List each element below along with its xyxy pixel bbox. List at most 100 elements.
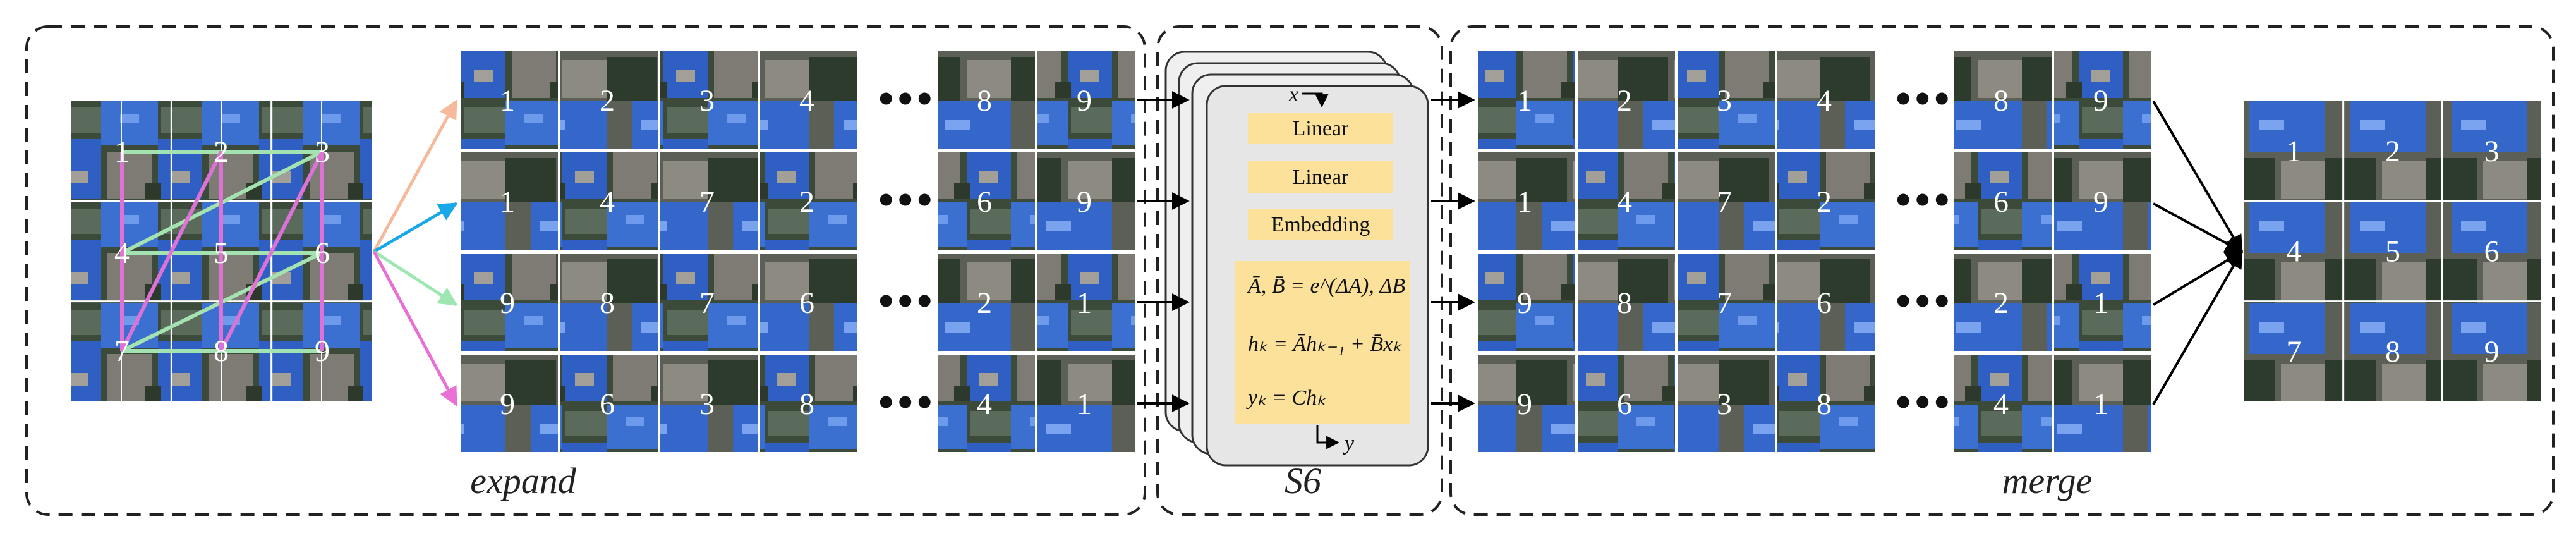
merge-tile-label: 1: [2093, 286, 2108, 320]
merge-tile-label: 9: [1517, 388, 1532, 421]
merge-tile: [2053, 50, 2153, 150]
merge-tile-label: 2: [1993, 286, 2009, 320]
expand-tile-label: 3: [699, 388, 715, 421]
expand-tile: [936, 50, 1036, 150]
expand-tile-label: 1: [500, 84, 515, 118]
expand-tile: [936, 151, 1036, 251]
input-grid-label: 7: [114, 334, 130, 368]
merge-tile: [2053, 252, 2153, 352]
expand-tile-label: 1: [1077, 388, 1092, 421]
merge-tile-label: 9: [2093, 84, 2108, 118]
scan-paths: [120, 150, 324, 353]
merge-tile-label: 1: [1517, 185, 1532, 219]
merge-tile: [1576, 151, 1676, 251]
expand-tile: [659, 151, 759, 251]
s6-op-label: Linear: [1293, 166, 1349, 189]
expand-tile-label: 9: [1077, 185, 1092, 219]
s6-equation-2: hₖ = Āhₖ₋₁ + B̄xₖ: [1248, 333, 1402, 356]
expand-tile: [759, 151, 859, 251]
expand-tile-label: 9: [1077, 84, 1092, 118]
fan-arrow-1: [372, 99, 458, 253]
merge-tile-label: 9: [1517, 286, 1532, 320]
expand-tile-label: 6: [977, 185, 992, 219]
merge-tile: [1776, 252, 1876, 352]
expand-tile: [1036, 50, 1136, 150]
expand-tile: [1036, 252, 1136, 352]
fan-arrow-3: [373, 250, 458, 307]
merge-tile: [1776, 353, 1876, 453]
output-grid-label: 1: [2286, 135, 2301, 168]
merge-tile: [1477, 353, 1576, 453]
merge-tile-label: 6: [1993, 185, 2009, 219]
expand-ellipsis: •••: [878, 75, 936, 123]
expand-frame: [25, 25, 1146, 516]
expand-tile-label: 2: [799, 185, 814, 219]
output-grid-label: 2: [2385, 135, 2400, 168]
merge-tile: [1676, 252, 1776, 352]
expand-tile-label: 6: [600, 388, 615, 421]
expand-tile: [559, 252, 659, 352]
expand-tile: [459, 151, 559, 251]
merge-ellipsis: •••: [1896, 75, 1954, 123]
merge-tile: [1676, 353, 1776, 453]
expand-tile-label: 4: [799, 84, 814, 118]
expand-tile-label: 8: [799, 388, 814, 421]
expand-ellipsis: •••: [878, 378, 936, 427]
expand-tile-label: 4: [600, 185, 615, 219]
expand-tile: [559, 151, 659, 251]
s6-equation-3: yₖ = Chₖ: [1246, 386, 1326, 410]
output-grid-label: 6: [2484, 235, 2500, 269]
converge-arrow: [2152, 100, 2243, 254]
input-grid-label: 8: [214, 334, 229, 368]
merge-tile-label: 3: [1717, 388, 1732, 421]
expand-tile: [759, 252, 859, 352]
merge-tile-label: 8: [1817, 388, 1832, 421]
expand-tile-label: 4: [977, 388, 992, 421]
merge-tile-label: 6: [1817, 286, 1832, 320]
merge-tile: [1953, 353, 2053, 453]
output-grid-label: 3: [2484, 135, 2500, 168]
merge-converge-arrows: [2152, 100, 2244, 406]
expand-tile-label: 7: [699, 185, 715, 219]
expand-tile: [559, 50, 659, 150]
expand-tile: [936, 353, 1036, 453]
merge-tile: [1776, 151, 1876, 251]
merge-tile: [1676, 50, 1776, 150]
converge-arrow: [2152, 250, 2244, 306]
output-image-tile: [2244, 101, 2541, 401]
merge-tile-label: 2: [1617, 84, 1632, 118]
input-grid-label: 2: [214, 135, 229, 169]
expand-tile-label: 9: [500, 286, 515, 320]
merge-tile-label: 2: [1817, 185, 1832, 219]
merge-tile-label: 1: [2093, 388, 2108, 421]
input-grid-label: 1: [114, 135, 130, 169]
expand-tile: [936, 252, 1036, 352]
expand-tile-label: 1: [1077, 286, 1092, 320]
merge-tile-label: 6: [1617, 388, 1632, 421]
merge-tile: [1576, 50, 1676, 150]
merge-tile-label: 4: [1993, 388, 2009, 421]
merge-tile-label: 7: [1717, 185, 1732, 219]
merge-tile-label: 1: [1517, 84, 1532, 118]
merge-tile: [1953, 151, 2053, 251]
merge-tile: [1953, 252, 2053, 352]
expand-ellipsis: •••: [878, 176, 936, 224]
input-grid-label: 3: [315, 135, 330, 169]
expand-tile: [1036, 151, 1136, 251]
s6-output-symbol: y: [1343, 432, 1355, 455]
output-grid-lines: [2244, 101, 2541, 401]
output-grid-label: 7: [2286, 335, 2301, 369]
expand-tile: [659, 252, 759, 352]
output-grid-label: 9: [2484, 335, 2500, 369]
expand-fan-arrows: [372, 99, 458, 407]
expand-tile-label: 2: [977, 286, 992, 320]
expand-tile: [459, 252, 559, 352]
expand-tile: [659, 50, 759, 150]
merge-tile: [1953, 50, 2053, 150]
expand-tile-label: 6: [799, 286, 814, 320]
merge-tile: [1576, 252, 1676, 352]
merge-label: merge: [2002, 460, 2093, 501]
converge-arrow: [2152, 250, 2243, 406]
